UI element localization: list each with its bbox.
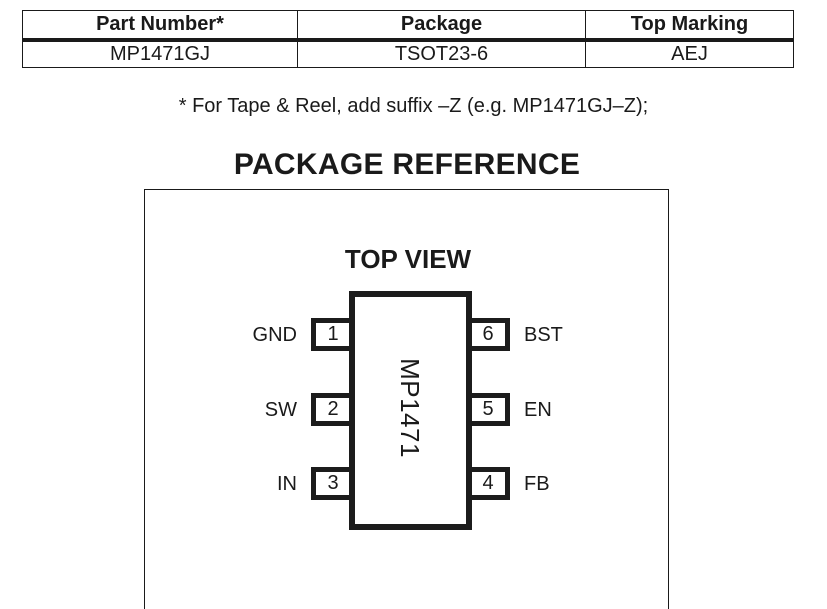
header-part-number: Part Number* bbox=[22, 10, 298, 42]
pin-5: 5 bbox=[471, 393, 510, 426]
table-row: MP1471GJ TSOT23-6 AEJ bbox=[22, 40, 794, 68]
header-top-marking: Top Marking bbox=[585, 10, 794, 42]
pin-6: 6 bbox=[471, 318, 510, 351]
package-diagram-frame bbox=[144, 189, 669, 609]
table-header-row: Part Number* Package Top Marking bbox=[22, 10, 794, 42]
pin-label-en: EN bbox=[524, 399, 552, 421]
pin-4: 4 bbox=[471, 467, 510, 500]
cell-package: TSOT23-6 bbox=[297, 40, 586, 68]
cell-top-marking: AEJ bbox=[585, 40, 794, 68]
pin-label-sw: SW bbox=[264, 399, 297, 421]
pin-label-in: IN bbox=[277, 473, 297, 495]
pin-label-bst: BST bbox=[524, 324, 563, 346]
ordering-info-table: Part Number* Package Top Marking MP1471G… bbox=[22, 10, 794, 68]
top-view-label: TOP VIEW bbox=[344, 244, 472, 274]
pin-3: 3 bbox=[311, 467, 350, 500]
tape-reel-footnote: * For Tape & Reel, add suffix –Z (e.g. M… bbox=[178, 95, 649, 117]
pin-2: 2 bbox=[311, 393, 350, 426]
ic-marking: MP1471 bbox=[395, 358, 425, 458]
section-title: PACKAGE REFERENCE bbox=[233, 148, 581, 181]
pin-label-gnd: GND bbox=[252, 324, 297, 346]
pin-label-fb: FB bbox=[524, 473, 550, 495]
header-package: Package bbox=[297, 10, 586, 42]
ic-package-body bbox=[349, 291, 472, 530]
cell-part-number: MP1471GJ bbox=[22, 40, 298, 68]
pin-1: 1 bbox=[311, 318, 350, 351]
